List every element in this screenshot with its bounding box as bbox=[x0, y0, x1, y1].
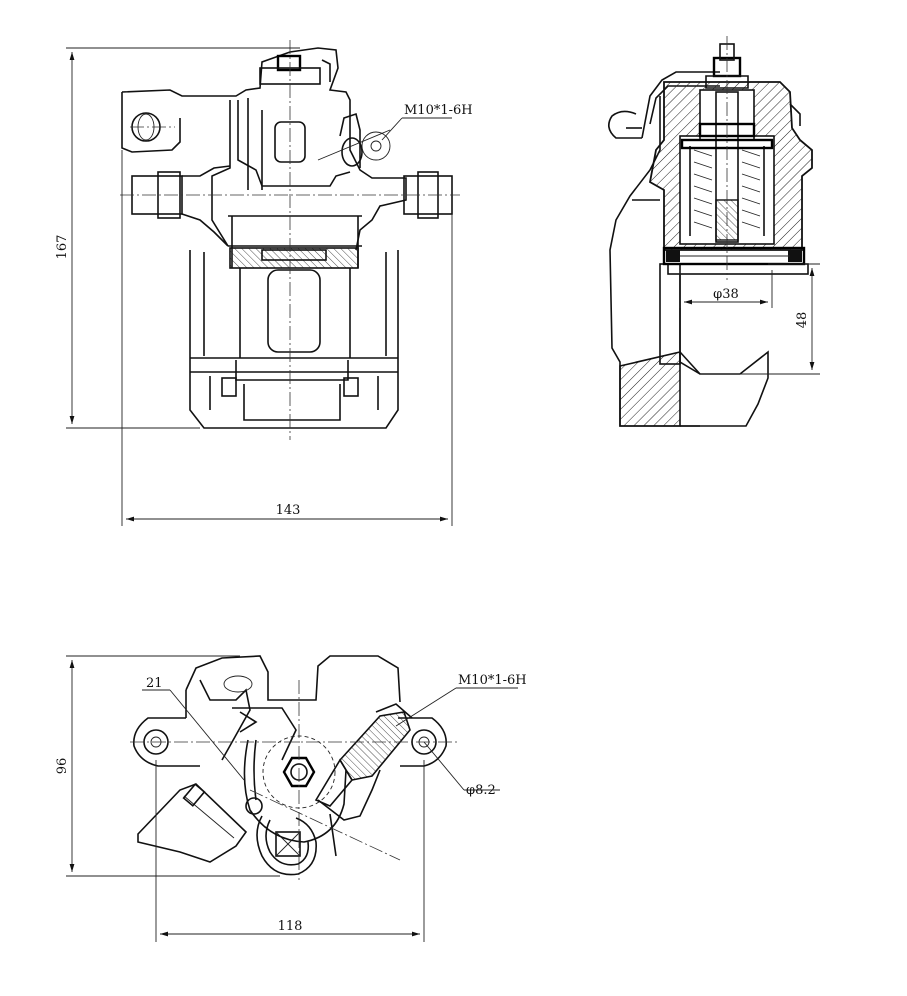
section-view bbox=[608, 36, 820, 427]
front-thread-callout: M10*1-6H bbox=[404, 103, 473, 118]
front-width-dimension: 143 bbox=[276, 503, 301, 518]
top-view bbox=[66, 655, 518, 942]
top-hole-callout: φ8.2 bbox=[466, 783, 496, 798]
section-bore-dimension: φ38 bbox=[713, 287, 739, 302]
top-item-label: 21 bbox=[146, 676, 163, 691]
section-depth-dimension: 48 bbox=[795, 312, 810, 329]
top-thread-callout: M10*1-6H bbox=[458, 673, 527, 688]
top-width-dimension: 118 bbox=[278, 919, 303, 934]
top-height-dimension: 96 bbox=[55, 758, 70, 775]
front-height-dimension: 167 bbox=[55, 235, 70, 260]
front-view bbox=[66, 40, 460, 526]
